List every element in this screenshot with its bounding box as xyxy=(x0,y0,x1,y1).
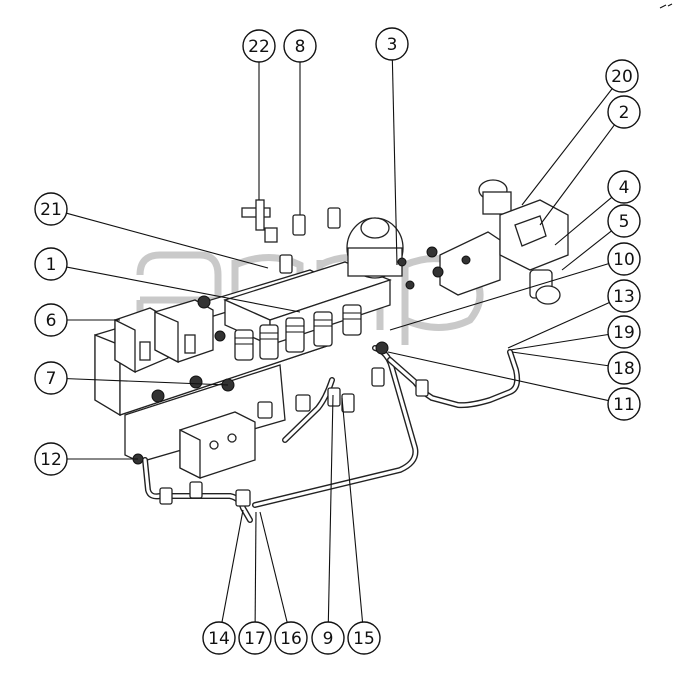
callout-circle xyxy=(274,621,308,655)
callout-3: 3 xyxy=(375,27,409,61)
leader-line-19 xyxy=(509,333,609,351)
coil-nuts xyxy=(151,295,235,403)
callout-22: 22 xyxy=(242,29,276,63)
callout-circle xyxy=(238,621,272,655)
callout-circle xyxy=(283,29,317,63)
callout-19: 19 xyxy=(607,315,641,349)
callout-16: 16 xyxy=(274,621,308,655)
callout-circle xyxy=(607,351,641,385)
leader-line-4 xyxy=(554,196,613,246)
callout-label: 2 xyxy=(619,103,630,123)
callout-7: 7 xyxy=(34,361,68,395)
callout-label: 4 xyxy=(619,178,630,198)
callout-label: 3 xyxy=(387,35,398,55)
callout-label: 12 xyxy=(40,450,62,470)
callout-circle xyxy=(34,303,68,337)
callout-label: 22 xyxy=(248,37,270,57)
callout-label: 21 xyxy=(40,200,62,220)
callout-1: 1 xyxy=(34,247,68,281)
callout-circle xyxy=(347,621,381,655)
callout-10: 10 xyxy=(607,242,641,276)
solenoid-coil-right xyxy=(154,299,214,364)
pump-motor xyxy=(478,179,569,305)
callout-circle xyxy=(34,442,68,476)
callout-circle xyxy=(607,95,641,129)
callout-circle xyxy=(607,242,641,276)
leader-line-3 xyxy=(391,59,398,266)
leader-line-13 xyxy=(507,302,610,349)
leader-line-17 xyxy=(254,511,257,623)
callout-label: 20 xyxy=(611,67,633,87)
callout-label: 13 xyxy=(613,287,635,307)
callout-14: 14 xyxy=(202,621,236,655)
callout-label: 14 xyxy=(208,629,230,649)
leader-line-20 xyxy=(521,88,613,206)
callout-18: 18 xyxy=(607,351,641,385)
leader-line-10 xyxy=(389,263,609,331)
callout-label: 7 xyxy=(46,369,57,389)
tee-fitting xyxy=(241,199,278,243)
callout-6: 6 xyxy=(34,303,68,337)
callout-label: 1 xyxy=(46,255,57,275)
callout-label: 18 xyxy=(613,359,635,379)
callout-circle xyxy=(607,170,641,204)
lower-valve-body xyxy=(179,411,256,480)
callout-20: 20 xyxy=(605,59,639,93)
callout-label: 16 xyxy=(280,629,302,649)
leader-line-7 xyxy=(66,378,229,386)
leader-line-15 xyxy=(341,397,364,623)
leader-line-11 xyxy=(387,351,609,402)
callout-8: 8 xyxy=(283,29,317,63)
callout-11: 11 xyxy=(607,387,641,421)
accumulator xyxy=(346,217,404,279)
callout-circle xyxy=(242,29,276,63)
callout-circle xyxy=(375,27,409,61)
callout-label: 6 xyxy=(46,311,57,331)
callout-17: 17 xyxy=(238,621,272,655)
callout-label: 8 xyxy=(295,37,306,57)
callout-circle xyxy=(34,192,68,226)
leader-line-21 xyxy=(66,212,269,269)
callout-4: 4 xyxy=(607,170,641,204)
callout-circle xyxy=(607,315,641,349)
callout-circle xyxy=(607,204,641,238)
leader-line-5 xyxy=(561,230,612,271)
leader-line-18 xyxy=(511,351,609,367)
leader-line-2 xyxy=(539,124,615,226)
callout-2: 2 xyxy=(607,95,641,129)
callout-15: 15 xyxy=(347,621,381,655)
callout-circle xyxy=(202,621,236,655)
mounting-bracket xyxy=(397,231,501,296)
leader-line-9 xyxy=(327,394,334,623)
leader-line-14 xyxy=(221,509,244,623)
callout-circle xyxy=(311,621,345,655)
top-fittings xyxy=(279,207,341,274)
leader-line-1 xyxy=(66,266,301,313)
callout-label: 5 xyxy=(619,212,630,232)
leader-lines xyxy=(66,59,615,623)
callout-5: 5 xyxy=(607,204,641,238)
corner-mark xyxy=(659,3,673,9)
callout-label: 19 xyxy=(613,323,635,343)
callout-circle xyxy=(605,59,639,93)
callout-12: 12 xyxy=(34,442,68,476)
callout-label: 9 xyxy=(323,629,334,649)
callout-label: 11 xyxy=(613,395,635,415)
leader-line-16 xyxy=(259,511,288,623)
callout-label: 17 xyxy=(244,629,266,649)
callout-label: 15 xyxy=(353,629,375,649)
callout-circle xyxy=(607,387,641,421)
callout-circle xyxy=(607,279,641,313)
callout-13: 13 xyxy=(607,279,641,313)
callout-21: 21 xyxy=(34,192,68,226)
callout-label: 10 xyxy=(613,250,635,270)
callout-9: 9 xyxy=(311,621,345,655)
cartridge-valves xyxy=(234,304,362,361)
callout-circle xyxy=(34,361,68,395)
callout-circle xyxy=(34,247,68,281)
lower-fittings xyxy=(132,341,429,507)
